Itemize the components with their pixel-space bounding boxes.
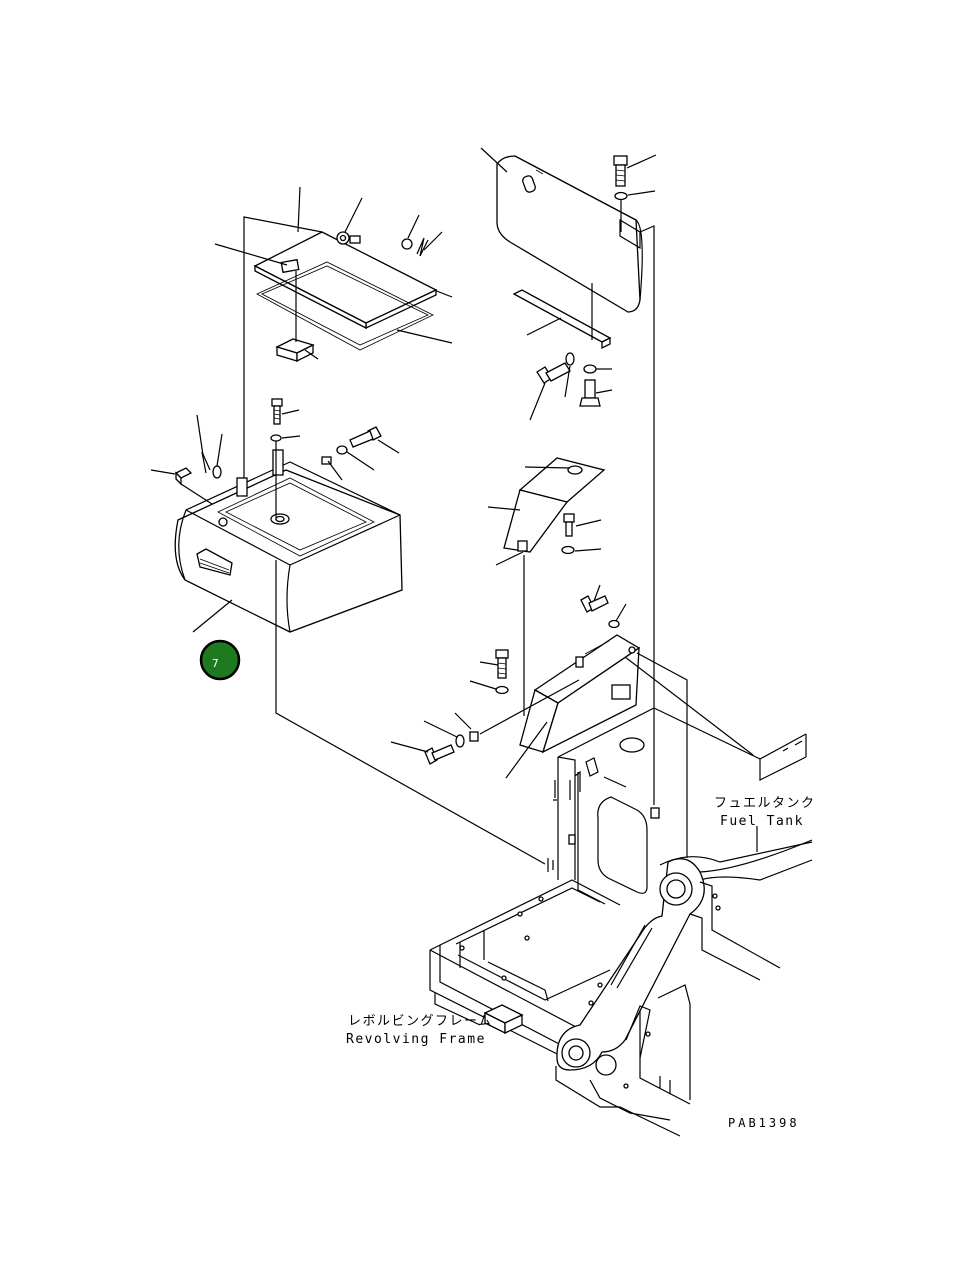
callout-circle[interactable]	[199, 639, 241, 681]
toolbox-assembly	[150, 398, 546, 865]
fuel-tank-label-en: Fuel Tank	[720, 814, 804, 829]
bracket-assembly	[390, 457, 754, 858]
bolt-left-2	[349, 426, 382, 448]
callout-number[interactable]: 7	[212, 657, 219, 670]
drawing-code: PAB1398	[728, 1116, 800, 1130]
revolving-frame-label-en: Revolving Frame	[346, 1032, 486, 1047]
cover-assembly	[480, 147, 657, 805]
fuel-tank-label-jp: フュエルタンク	[714, 796, 816, 811]
bolt-left-1	[271, 398, 283, 425]
toolbox-lid-assembly	[214, 186, 453, 496]
callout-bubble[interactable]: 7	[199, 639, 241, 681]
revolving-frame	[429, 707, 813, 1137]
revolving-frame-label-jp: レボルビングフレーム	[348, 1014, 493, 1029]
